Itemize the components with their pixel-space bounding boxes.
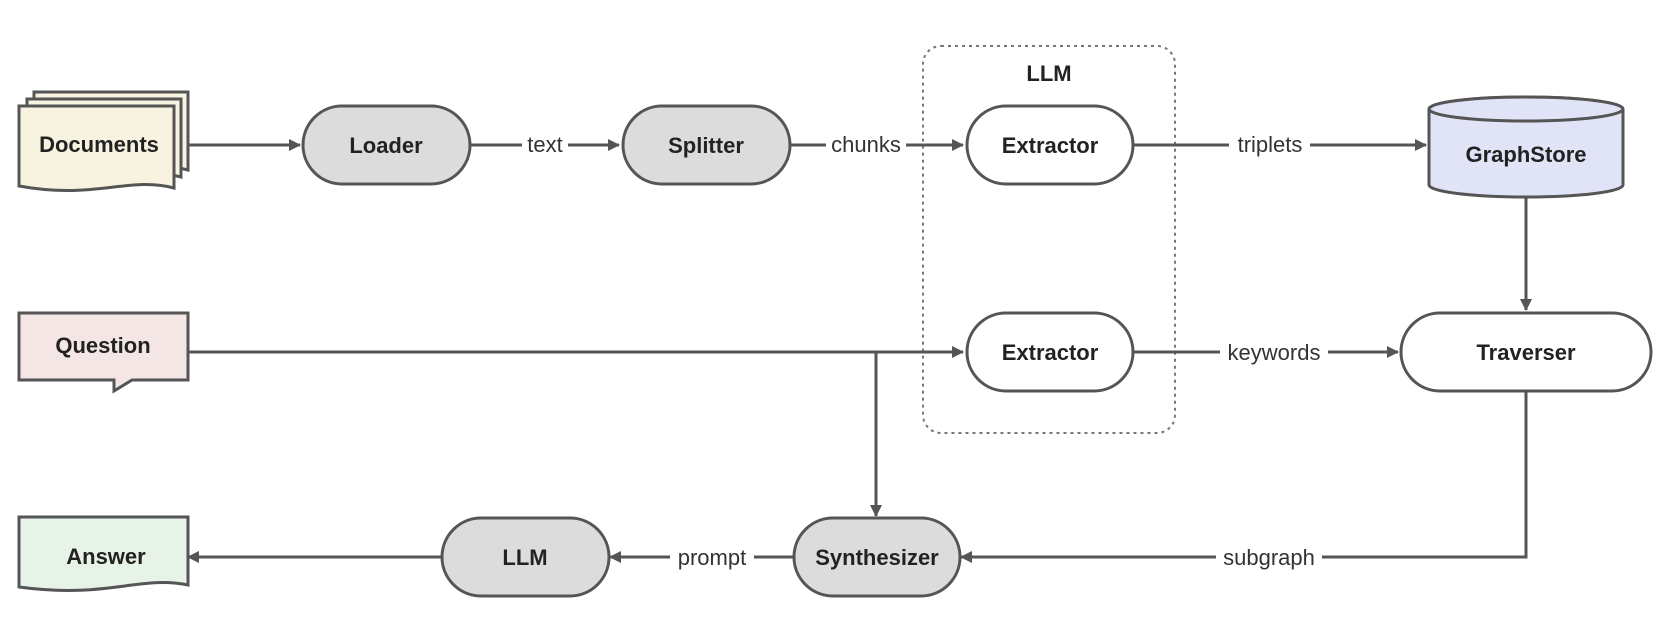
- edge-label-prompt: prompt: [678, 545, 746, 570]
- loader-label: Loader: [349, 133, 423, 158]
- traverser-label: Traverser: [1476, 340, 1576, 365]
- answer-shape: [17, 515, 190, 592]
- llm-group: LLM: [922, 45, 1176, 434]
- synthesizer-label: Synthesizer: [815, 545, 939, 570]
- traverser-shape: [1399, 311, 1653, 393]
- extractor-bottom-node: Extractor: [965, 311, 1135, 393]
- answer-label: Answer: [66, 544, 146, 569]
- documents-label: Documents: [39, 132, 159, 157]
- llm-label: LLM: [502, 545, 547, 570]
- splitter-node: Splitter: [621, 104, 792, 186]
- edge-label-text: text: [527, 132, 562, 157]
- extractor-top-label: Extractor: [1002, 133, 1099, 158]
- extractor-bottom-shape: [965, 311, 1135, 393]
- llm-shape: [440, 516, 611, 598]
- question-node: Question: [17, 311, 190, 394]
- edge-label-triplets: triplets: [1238, 132, 1303, 157]
- documents-node: Documents: [17, 90, 190, 193]
- edge-label-chunks: chunks: [831, 132, 901, 157]
- extractor-top-shape: [965, 104, 1135, 186]
- splitter-label: Splitter: [668, 133, 744, 158]
- splitter-shape: [621, 104, 792, 186]
- loader-node: Loader: [301, 104, 472, 186]
- loader-shape: [301, 104, 472, 186]
- extractor-bottom-label: Extractor: [1002, 340, 1099, 365]
- question-shape: [17, 311, 190, 394]
- edge-label-subgraph: subgraph: [1223, 545, 1315, 570]
- question-label: Question: [55, 333, 150, 358]
- edge-traverser-synthesizer-a: [1322, 392, 1528, 559]
- traverser-node: Traverser: [1399, 311, 1653, 393]
- graphstore-node: GraphStore: [1427, 95, 1625, 199]
- edge-label-keywords: keywords: [1228, 340, 1321, 365]
- edge-labels: text chunks triplets keywords subgraph p…: [527, 132, 1320, 570]
- extractor-top-node: Extractor: [965, 104, 1135, 186]
- llm-node: LLM: [440, 516, 611, 598]
- answer-node: Answer: [17, 515, 190, 592]
- graphstore-label: GraphStore: [1465, 142, 1586, 167]
- llm-group-label: LLM: [1026, 61, 1071, 86]
- synthesizer-node: Synthesizer: [792, 516, 962, 598]
- documents-shape: [17, 104, 176, 193]
- synthesizer-shape: [792, 516, 962, 598]
- edges: [187, 139, 1532, 563]
- graphstore-top: [1427, 95, 1625, 123]
